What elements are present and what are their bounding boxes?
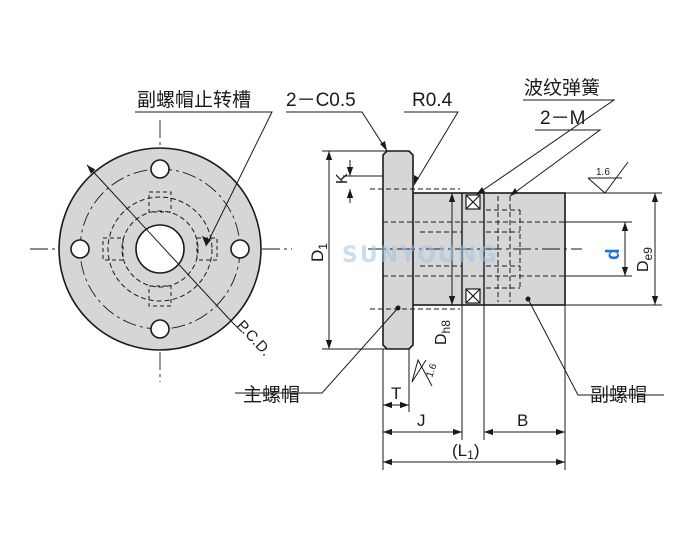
- dim-t: T: [391, 384, 401, 403]
- svg-text:Dh8: Dh8: [433, 320, 453, 345]
- roughness-symbol-bottom: [411, 358, 433, 387]
- label-radius: R0.4: [412, 90, 453, 111]
- roughness-value-top: 1.6: [596, 167, 610, 178]
- dim-dh8: Dh8: [433, 320, 453, 345]
- bolt-hole-right: [230, 239, 250, 259]
- svg-text:SUNYOUNG: SUNYOUNG: [342, 243, 498, 268]
- dim-d: d: [603, 248, 624, 260]
- bolt-hole-bottom: [150, 319, 170, 339]
- label-thread: 2－M: [540, 108, 585, 129]
- dim-de9: De9: [635, 247, 655, 272]
- dim-d1: D1: [308, 243, 330, 262]
- svg-text:De9: De9: [635, 247, 655, 272]
- label-aux-nut-stop-groove: 副螺帽止转槽: [137, 89, 251, 111]
- leader-lines: [235, 99, 664, 396]
- svg-text:D1: D1: [308, 243, 330, 262]
- label-pcd: P.C.D.: [233, 317, 274, 359]
- dim-k: K: [334, 173, 351, 184]
- labels: 副螺帽止转槽 2－C0.5 R0.4 波纹弹簧 2－M 主螺帽 副螺帽 P.C.…: [137, 77, 655, 462]
- dimensions: [322, 150, 662, 470]
- dim-j: J: [417, 411, 426, 430]
- roughness-symbol-top: [587, 161, 629, 194]
- dim-b: B: [517, 411, 528, 430]
- dim-l1: (L1): [452, 441, 479, 462]
- label-main-nut: 主螺帽: [243, 384, 300, 406]
- svg-text:(L1): (L1): [452, 441, 479, 462]
- watermark: SUNYOUNG: [342, 243, 498, 268]
- wave-spring: [465, 194, 481, 304]
- front-view: [30, 111, 292, 382]
- label-wave-spring: 波纹弹簧: [524, 77, 600, 99]
- center-bore: [135, 224, 185, 274]
- side-view: [368, 150, 582, 350]
- bolt-hole-left: [70, 239, 90, 259]
- label-chamfer: 2－C0.5: [286, 90, 356, 111]
- label-aux-nut: 副螺帽: [590, 384, 647, 406]
- bolt-hole-top: [150, 159, 170, 179]
- roughness-value-bottom: 1.6: [424, 362, 439, 379]
